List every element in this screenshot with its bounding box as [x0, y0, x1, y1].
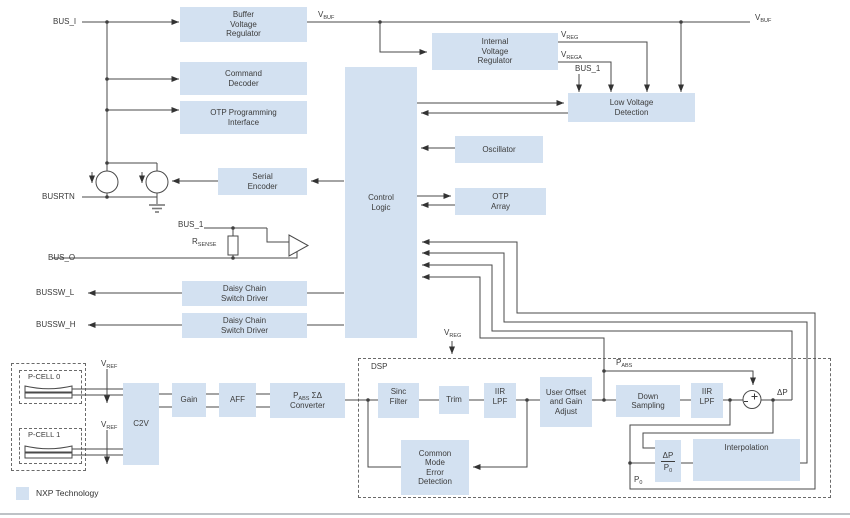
busrtn-label: BUSRTN: [42, 192, 75, 201]
block-trim: Trim: [439, 386, 469, 414]
dsp-label: DSP: [371, 362, 388, 371]
bussw-h-label: BUSSW_H: [36, 320, 76, 329]
block-aff: AFF: [219, 383, 256, 417]
pcell-1-label: P-CELL 1: [28, 430, 61, 439]
pcell0-dashed-box: [19, 370, 82, 404]
dp-over-p0-fraction: ΔP P0: [660, 450, 676, 474]
pcell1-dashed-box: [19, 428, 82, 464]
pabs-converter-line1: PABS ΣΔ: [293, 391, 322, 402]
bus-1-top-label: BUS_1: [575, 64, 601, 73]
block-gain: Gain: [172, 383, 206, 417]
bus-o-label: BUS_O: [48, 253, 76, 262]
legend-label: NXP Technology: [36, 488, 99, 498]
p0-label: P0: [634, 475, 643, 486]
block-oscillator: Oscillator: [455, 136, 543, 163]
rsense-label: RSENSE: [192, 237, 217, 248]
wires: [52, 19, 816, 490]
vreg-dsp-label: VREG: [444, 328, 462, 339]
legend-swatch: [16, 487, 29, 500]
rsense-resistor-symbol: [227, 235, 239, 256]
vreg-top-label: VREG: [561, 30, 579, 41]
vbuf-left-label: VBUF: [318, 10, 335, 21]
junction-dots: [105, 20, 775, 465]
comparator-symbol: [288, 234, 310, 257]
vref-0-label: VREF: [101, 359, 118, 370]
ground-symbol: [149, 204, 165, 213]
pcell-outer-dashed-box: [11, 363, 86, 471]
vref-1-label: VREF: [101, 420, 118, 431]
bus-1-mid-label: BUS_1: [178, 220, 204, 229]
pcell-0-label: P-CELL 0: [28, 372, 61, 381]
pabs-label: PABS: [616, 358, 633, 369]
pcell1-symbol: [24, 445, 73, 459]
pcell0-symbol: [24, 385, 73, 399]
vrega-label: VREGA: [561, 50, 582, 61]
bussw-l-label: BUSSW_L: [36, 288, 75, 297]
current-source-symbols: [89, 170, 169, 194]
block-interpolation: Interpolation: [693, 439, 800, 481]
bus-i-label: BUS_I: [53, 17, 77, 26]
block-dp-over-p0: ΔP P0: [655, 440, 681, 482]
block-c2v: C2V: [123, 383, 159, 465]
summation-node: [742, 390, 762, 409]
vbuf-right-label: VBUF: [755, 13, 772, 24]
pabs-converter-line2: Converter: [289, 400, 326, 410]
block-pabs-sigma-delta-converter: PABS ΣΔ Converter: [270, 383, 345, 418]
delta-p-label: ΔP: [777, 388, 788, 397]
dsp-dashed-box: [358, 358, 831, 498]
